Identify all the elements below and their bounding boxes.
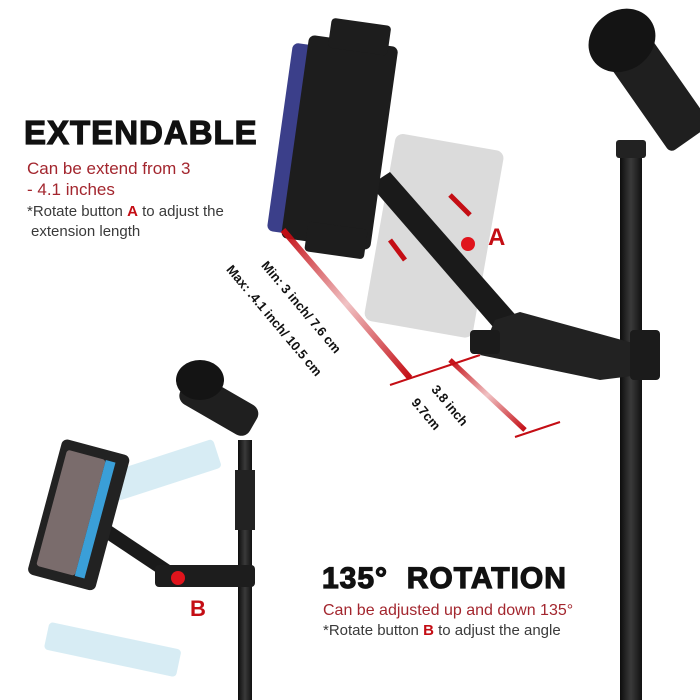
extension-arm — [370, 172, 660, 380]
button-a-label: A — [488, 224, 506, 251]
extendable-note: *Rotate button A to adjust the — [27, 202, 224, 222]
mic-stand-bottom — [176, 360, 259, 700]
rotation-subtitle: Can be adjusted up and down 135° — [323, 602, 574, 619]
note-suffix: to adjust the angle — [438, 622, 561, 639]
note-suffix: to adjust the — [142, 203, 224, 220]
ghost-tablets-lower — [44, 439, 221, 677]
button-a-dot — [461, 237, 475, 251]
extendable-subtitle-line2: - 4.1 inches — [27, 180, 115, 199]
extendable-note-line2: extension length — [31, 223, 141, 240]
measurement-arrows — [280, 193, 561, 438]
rotation-note: *Rotate button B to adjust the angle — [323, 621, 561, 641]
rotation-arm — [100, 525, 255, 587]
note-button-a: A — [127, 203, 138, 220]
button-b-dot — [171, 571, 185, 585]
tablet-holder-lower — [28, 439, 130, 591]
tablet-holder-main — [267, 18, 398, 259]
rotation-title: 135° ROTATION — [321, 561, 567, 595]
button-b-label: B — [190, 596, 206, 621]
extendable-subtitle-line1: Can be extend from 3 — [27, 159, 191, 178]
note-prefix: *Rotate button — [323, 622, 419, 639]
extendable-title: EXTENDABLE — [23, 113, 258, 151]
note-prefix: *Rotate button — [27, 203, 123, 220]
note-button-b: B — [423, 622, 434, 639]
mic-stand-top — [588, 8, 700, 700]
